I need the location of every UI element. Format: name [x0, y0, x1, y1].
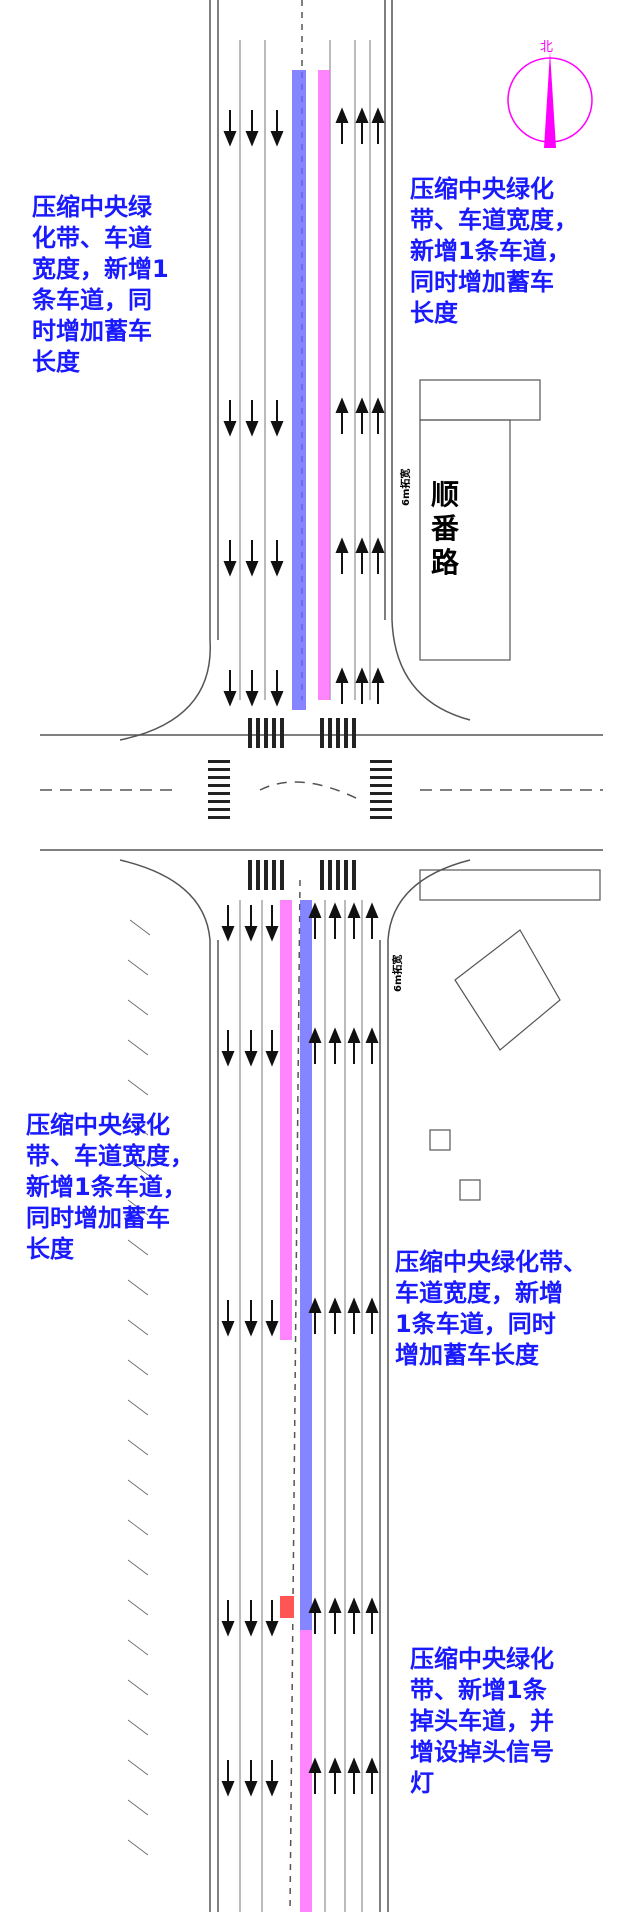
crosswalk-south — [248, 860, 356, 890]
lane-arrow — [365, 1297, 379, 1334]
lane-arrow — [221, 1760, 235, 1797]
lane-arrow — [223, 540, 237, 577]
lane-arrow — [355, 397, 369, 434]
lane-arrow — [335, 667, 349, 704]
lane-arrow — [347, 1757, 361, 1794]
lane-arrow — [244, 1030, 258, 1067]
lane-arrow — [347, 902, 361, 939]
lane-arrow — [328, 902, 342, 939]
lane-arrow — [347, 1297, 361, 1334]
annotation-north-west: 压缩中央绿 化带、车道 宽度，新增1 条车道，同 时增加蓄车 长度 — [32, 193, 169, 376]
lane-arrow — [244, 1300, 258, 1337]
lane-arrow — [223, 400, 237, 437]
north-arrow-icon — [507, 52, 593, 148]
lane-arrow — [335, 537, 349, 574]
lane-arrow — [328, 1027, 342, 1064]
lane-arrow — [355, 107, 369, 144]
lane-arrow — [223, 110, 237, 147]
lane-arrow — [270, 110, 284, 147]
lane-arrow — [365, 902, 379, 939]
lane-arrow — [245, 110, 259, 147]
lane-arrow — [245, 540, 259, 577]
lane-arrow — [328, 1297, 342, 1334]
lane-arrow — [355, 537, 369, 574]
lane-arrow — [221, 905, 235, 942]
lane-arrow — [265, 905, 279, 942]
lane-arrow — [335, 107, 349, 144]
magenta-lane-strip-south-2 — [300, 1630, 312, 1912]
lane-arrows — [221, 107, 385, 1797]
north-label: 北 — [540, 40, 554, 55]
sidewalk-hatch — [127, 919, 151, 1856]
lane-arrow — [308, 1757, 322, 1794]
lane-arrow — [371, 397, 385, 434]
lane-arrow — [223, 670, 237, 707]
buildings — [419, 379, 601, 1201]
signal-box — [280, 1596, 294, 1618]
lane-arrow — [270, 400, 284, 437]
blue-lane-strip-north — [292, 70, 306, 710]
lane-arrow — [221, 1600, 235, 1637]
crosswalk-west — [208, 760, 230, 819]
annotation-u-turn: 压缩中央绿化 带、新增1条 掉头车道，并 增设掉头信号 灯 — [410, 1645, 554, 1797]
crosswalk-east — [370, 760, 392, 819]
lane-arrow — [371, 537, 385, 574]
crosswalk-north — [248, 718, 356, 748]
lane-arrow — [265, 1760, 279, 1797]
road-boundaries — [40, 0, 603, 1912]
lane-arrow — [244, 1760, 258, 1797]
lane-arrow — [265, 1300, 279, 1337]
lane-arrow — [244, 905, 258, 942]
lane-arrow — [245, 400, 259, 437]
lane-arrow — [347, 1597, 361, 1634]
lane-arrow — [308, 1597, 322, 1634]
lane-arrow — [335, 397, 349, 434]
lane-arrow — [365, 1597, 379, 1634]
lane-arrow — [221, 1030, 235, 1067]
lane-arrow — [347, 1027, 361, 1064]
annotation-north-east: 压缩中央绿化 带、车道宽度， 新增1条车道， 同时增加蓄车 长度 — [410, 175, 578, 327]
magenta-lane-strip-south — [280, 900, 292, 1340]
widening-tag-north: 6m拓宽 — [401, 468, 412, 506]
lane-arrow — [328, 1597, 342, 1634]
road-name-shunfan: 顺 番 路 — [430, 478, 459, 579]
annotation-south-west: 压缩中央绿化 带、车道宽度， 新增1条车道， 同时增加蓄车 长度 — [26, 1111, 194, 1263]
lane-arrow — [244, 1600, 258, 1637]
annotation-south-east: 压缩中央绿化带、 车道宽度，新增 1条车道，同时 增加蓄车长度 — [395, 1248, 587, 1369]
lane-arrow — [308, 902, 322, 939]
lane-arrow — [365, 1757, 379, 1794]
lane-arrow — [270, 670, 284, 707]
lane-arrow — [245, 670, 259, 707]
lane-arrow — [371, 107, 385, 144]
lane-arrow — [371, 667, 385, 704]
lane-arrow — [308, 1027, 322, 1064]
magenta-lane-strip-north — [318, 70, 330, 700]
blue-lane-strip-south — [300, 900, 312, 1630]
lane-arrow — [221, 1300, 235, 1337]
lane-arrow — [328, 1757, 342, 1794]
lane-arrow — [365, 1027, 379, 1064]
lane-lines-south — [239, 900, 363, 1912]
lane-arrow — [308, 1297, 322, 1334]
lane-arrow — [265, 1030, 279, 1067]
lane-arrow — [355, 667, 369, 704]
widening-tag-south: 6m拓宽 — [393, 954, 404, 992]
lane-arrow — [270, 540, 284, 577]
lane-arrow — [265, 1600, 279, 1637]
